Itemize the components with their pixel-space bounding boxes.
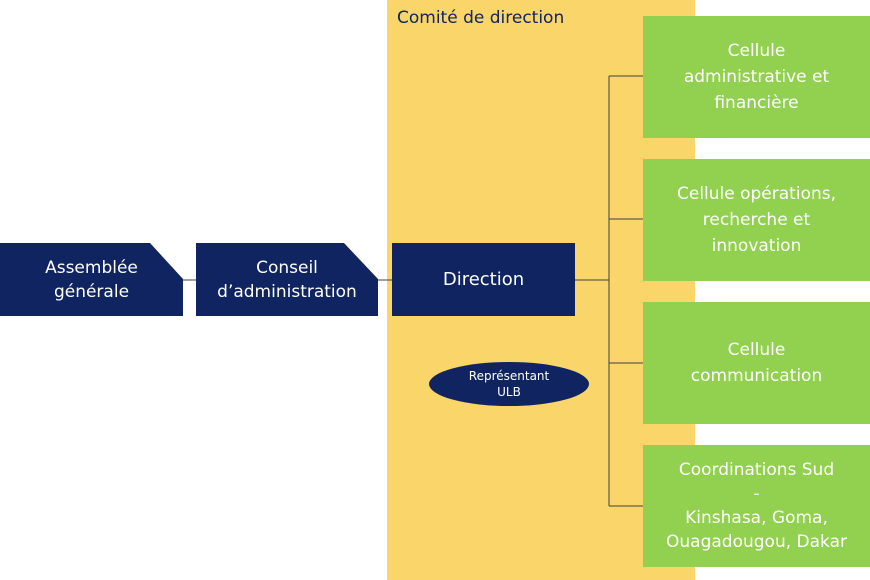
assemblee-generale-label: Assemblée générale [45, 257, 138, 302]
cell-administrative-financiere-label: Cellule administrative et financière [683, 41, 830, 113]
cell-coordinations-sud-label: Coordinations Sud - Kinshasa, Goma, Ouag… [666, 460, 847, 552]
cell-administrative-financiere: Cellule administrative et financière [643, 16, 870, 138]
cell-communication: Cellule communication [643, 302, 870, 424]
assemblee-generale-box: Assemblée générale [0, 243, 183, 316]
conseil-administration-label: Conseil d’administration [217, 257, 357, 302]
cell-coordinations-sud: Coordinations Sud - Kinshasa, Goma, Ouag… [643, 445, 870, 567]
representant-ulb-ellipse: Représentant ULB [429, 362, 589, 406]
direction-box: Direction [392, 243, 575, 316]
cell-communication-label: Cellule communication [690, 340, 823, 386]
cell-operations-recherche: Cellule opérations, recherche et innovat… [643, 159, 870, 281]
comite-de-direction-title: Comité de direction [397, 8, 565, 28]
direction-label: Direction [442, 268, 525, 290]
conseil-administration-box: Conseil d’administration [196, 243, 378, 316]
representant-ulb-label: Représentant ULB [468, 369, 550, 399]
cell-operations-recherche-label: Cellule opérations, recherche et innovat… [676, 184, 837, 256]
